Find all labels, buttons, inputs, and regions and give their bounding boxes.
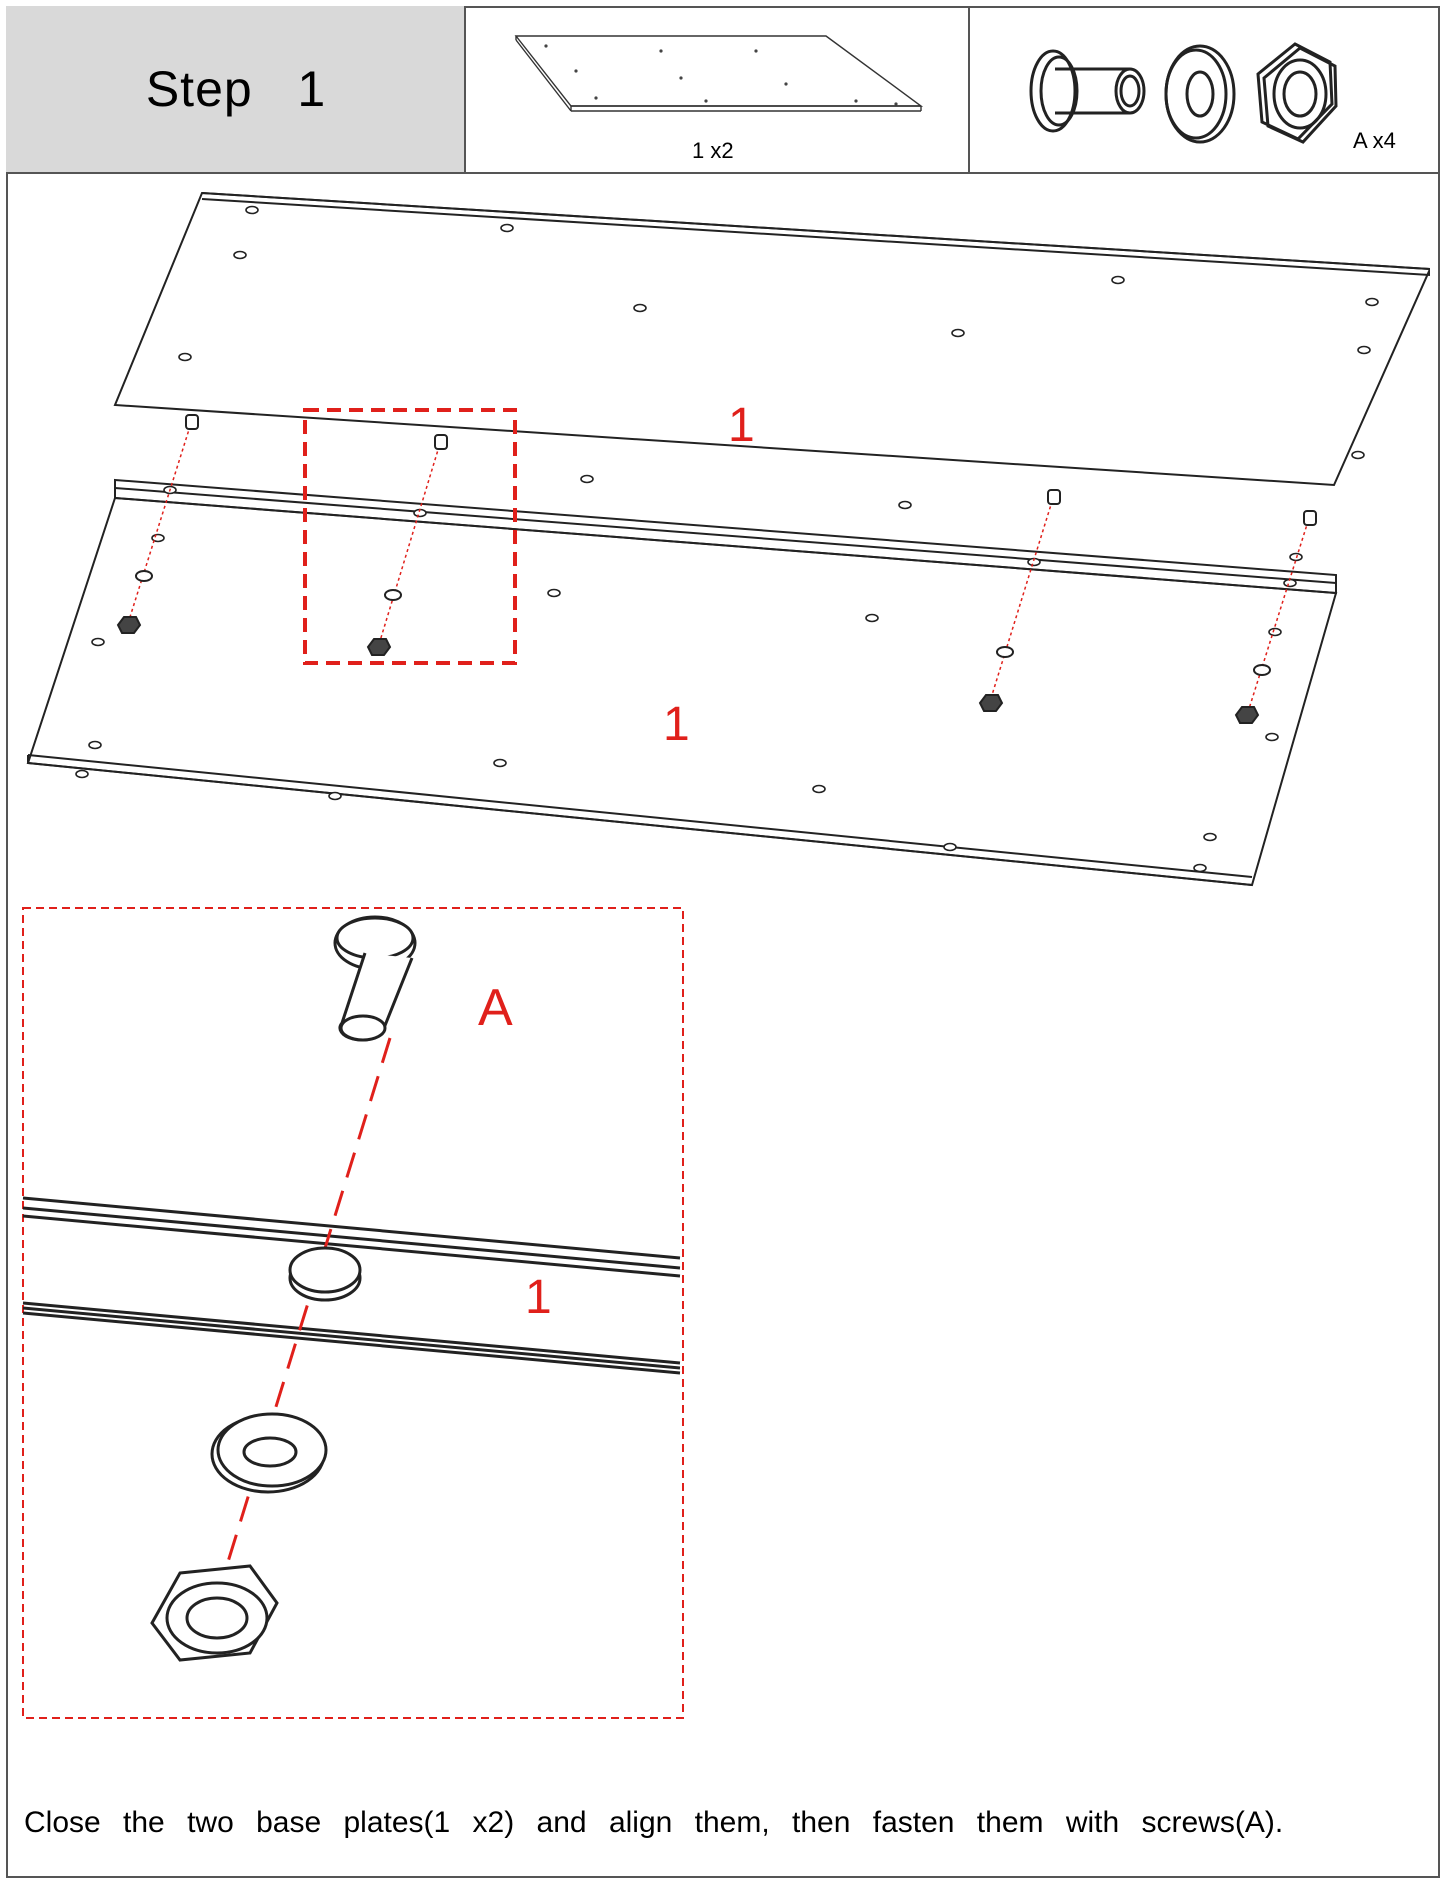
parts-cell: 1 x2 (466, 6, 970, 172)
fastener-stack-3 (991, 494, 1055, 696)
zoom-highlight-box (303, 408, 517, 665)
part-number-top: 1 (728, 399, 755, 452)
washer-icon (1164, 44, 1236, 144)
hardware-quantity: A x4 (1353, 128, 1396, 153)
step-title: Step 1 (145, 61, 327, 117)
bottom-base-plate (26, 496, 1338, 887)
zoom-part-number: 1 (525, 1271, 552, 1324)
step-title-cell: Step 1 (6, 6, 466, 172)
instruction-text: Close the two base plates(1 x2) and alig… (24, 1806, 1284, 1839)
part-number-bottom: 1 (663, 698, 690, 751)
base-plate-thumbnail (514, 35, 924, 112)
hardware-cell: A x4 (970, 6, 1438, 172)
hardware-letter-a: A (478, 979, 513, 1037)
screw-a-icon (1029, 49, 1146, 133)
hex-nut-detail (150, 1564, 279, 1662)
step-header: Step 1 1 x2 (6, 6, 1440, 174)
fastener-stack-4 (1247, 514, 1311, 713)
screw-a-detail (333, 915, 417, 1042)
part-quantity: 1 x2 (692, 138, 734, 163)
flange-hole-detail (288, 1246, 362, 1302)
hex-nut-icon (1256, 42, 1338, 144)
fastener-stack-2 (379, 439, 442, 642)
top-base-plate (113, 191, 1430, 487)
washer-detail (210, 1412, 328, 1494)
fastener-stack-1 (129, 419, 193, 618)
assembly-drawing (26, 191, 1430, 887)
page-frame (6, 6, 1440, 1878)
zoom-detail (22, 907, 684, 1719)
